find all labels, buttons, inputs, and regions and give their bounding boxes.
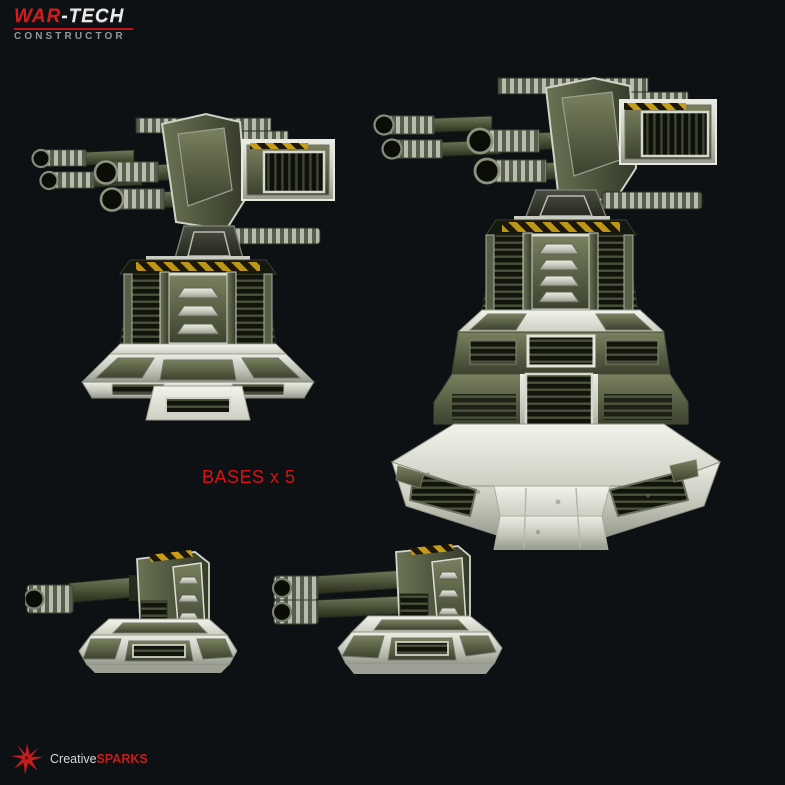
logo-word-tech: -TECH bbox=[61, 6, 125, 27]
turret-head bbox=[373, 76, 717, 210]
logo-word-war: WAR bbox=[14, 6, 62, 27]
brand-word-creative: Creative bbox=[50, 751, 97, 766]
base-skirt bbox=[337, 615, 503, 674]
logo-subtitle: CONSTRUCTOR bbox=[14, 31, 126, 42]
brand-word-sparks: SPARKS bbox=[96, 751, 148, 766]
bases-count-label: BASES x 5 bbox=[202, 467, 296, 487]
hazard-ring bbox=[119, 256, 277, 275]
tower-body bbox=[119, 271, 277, 347]
hazard-ring bbox=[485, 216, 637, 236]
render-quad-turret-medium bbox=[31, 112, 335, 421]
side-armor-box bbox=[619, 99, 717, 165]
mid-tier bbox=[451, 309, 671, 375]
turret-head bbox=[395, 544, 471, 634]
base-skirt bbox=[78, 618, 237, 673]
ammo-belt bbox=[601, 191, 703, 210]
creative-sparks-brand: CreativeSPARKS bbox=[10, 741, 148, 777]
wartech-logo: WAR-TECH CONSTRUCTOR bbox=[14, 7, 133, 42]
lower-tier bbox=[433, 372, 689, 442]
render-single-barrel-turret-small bbox=[25, 550, 237, 673]
render-quad-turret-large bbox=[373, 76, 722, 550]
side-armor-box bbox=[241, 139, 335, 201]
logo-red-underline bbox=[14, 28, 133, 30]
gun-barrel bbox=[25, 575, 139, 614]
render-twin-barrel-turret-small bbox=[272, 544, 503, 674]
tower-body bbox=[481, 232, 639, 313]
logo-title: WAR-TECH bbox=[14, 7, 133, 26]
base-platform bbox=[390, 423, 722, 550]
turret-head bbox=[31, 112, 335, 245]
base-skirt bbox=[81, 343, 315, 421]
brand-text: CreativeSPARKS bbox=[50, 753, 148, 766]
red-spark-star-icon bbox=[11, 743, 43, 775]
